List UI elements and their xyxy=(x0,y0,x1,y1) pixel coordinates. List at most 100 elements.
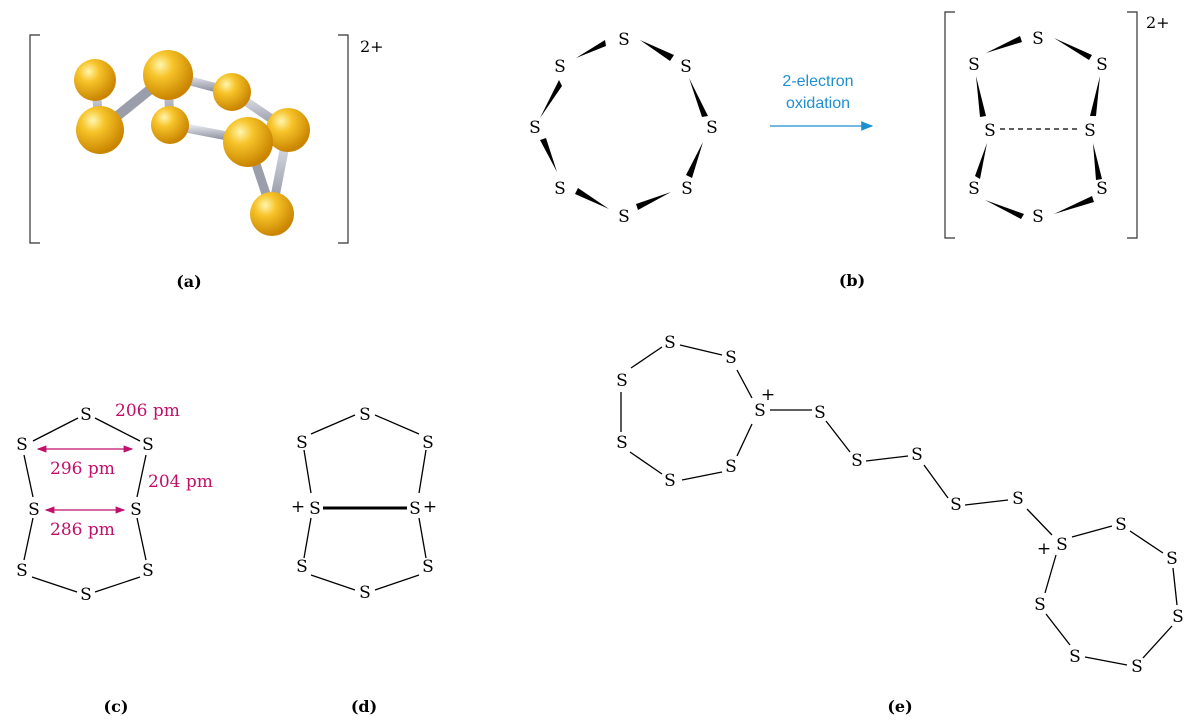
atom-s: S xyxy=(1166,549,1178,569)
bond xyxy=(374,574,420,591)
atom-s: S xyxy=(142,435,154,455)
wedge-bond xyxy=(1054,38,1092,60)
panel-b-s8-ring: S S S S S S S S 2-electron oxidation 2+ … xyxy=(529,11,1170,290)
caption-a: (a) xyxy=(176,272,202,291)
atom-s: S xyxy=(814,403,826,423)
wedge-bond xyxy=(640,40,674,61)
bond xyxy=(303,449,312,494)
atom-s: S xyxy=(554,57,566,77)
s8-2plus-atoms: S S S S S S S S xyxy=(968,29,1108,227)
bond xyxy=(1044,554,1057,594)
atom-s: S xyxy=(422,557,434,577)
bond xyxy=(23,517,34,561)
atom-s: S xyxy=(16,435,28,455)
panel-a-model: 2+ (a) xyxy=(29,34,384,291)
caption-e: (e) xyxy=(887,697,912,716)
bond xyxy=(374,414,420,435)
atom-s: S xyxy=(681,179,693,199)
atom-s: S xyxy=(80,585,92,605)
panel-e-s19-dication: S S S S S S S S S S S S S S S S S S S + … xyxy=(616,333,1184,716)
atom-s: S xyxy=(309,499,321,519)
bond xyxy=(1071,525,1113,538)
atom-s: S xyxy=(706,118,718,138)
wedge-bond xyxy=(689,78,708,117)
sulfur-sphere xyxy=(143,50,193,100)
atom-s: S xyxy=(409,499,421,519)
wedge-bond xyxy=(1054,196,1094,214)
atom-s: S xyxy=(16,561,28,581)
plus-charge: + xyxy=(761,385,775,405)
atom-s: S xyxy=(142,561,154,581)
bond xyxy=(418,449,427,494)
sulfur-sphere xyxy=(151,106,189,144)
distance-296: 296 pm xyxy=(50,459,115,479)
bond xyxy=(23,454,34,498)
bracket-left xyxy=(944,11,955,239)
plus-charge: + xyxy=(291,497,305,517)
bond xyxy=(94,417,141,442)
bond xyxy=(1142,625,1173,659)
bond xyxy=(136,517,147,561)
bond-length-206: 206 pm xyxy=(115,401,180,421)
bond xyxy=(865,455,909,462)
plus-charge: + xyxy=(423,497,437,517)
sulfur-sphere xyxy=(250,192,294,236)
atom-s: S xyxy=(1172,607,1184,627)
charge-label: 2+ xyxy=(1146,13,1170,32)
wedge-bond xyxy=(975,143,987,179)
plus-charge: + xyxy=(1037,539,1051,559)
charge-label: 2+ xyxy=(360,37,384,56)
bond xyxy=(1026,508,1053,536)
atom-s: S xyxy=(616,433,628,453)
wedge-bond xyxy=(985,200,1024,219)
arrow-label-line1: 2-electron xyxy=(782,73,853,90)
atom-s: S xyxy=(1096,55,1108,75)
bond xyxy=(303,517,312,559)
sulfur-atoms-3d xyxy=(74,50,310,236)
atom-s: S xyxy=(130,500,142,520)
wedge-bond xyxy=(686,142,703,178)
s8-atoms: S S S S S S S S xyxy=(529,30,718,227)
atom-s: S xyxy=(1096,179,1108,199)
bond xyxy=(964,499,1009,506)
wedge-bond xyxy=(1090,76,1100,116)
atom-s: S xyxy=(1056,535,1068,555)
panel-c-bond-lengths: S S S S S S S S 206 pm 296 pm 204 pm 286… xyxy=(16,401,213,716)
atom-s: S xyxy=(529,118,541,138)
wedge-bond xyxy=(986,36,1022,53)
atom-s: S xyxy=(616,371,628,391)
atom-s: S xyxy=(554,179,566,199)
bond xyxy=(1172,567,1178,606)
sulfur-sphere xyxy=(223,117,273,167)
atom-s: S xyxy=(359,405,371,425)
atom-s: S xyxy=(1012,489,1024,509)
wedge-bond xyxy=(976,76,986,117)
wedge-bond xyxy=(540,80,562,118)
atom-s: S xyxy=(618,30,630,50)
wedge-bond xyxy=(636,192,671,210)
wedge-bond xyxy=(575,188,609,209)
bond xyxy=(136,454,147,498)
bond xyxy=(94,576,141,593)
bond xyxy=(1129,530,1164,554)
atom-s: S xyxy=(950,495,962,515)
atom-s: S xyxy=(725,457,737,477)
caption-c: (c) xyxy=(104,697,129,716)
sulfur-sphere xyxy=(213,73,251,111)
bond-length-204: 204 pm xyxy=(148,472,213,492)
bracket-left xyxy=(29,34,40,244)
atom-s: S xyxy=(359,583,371,603)
sulfur-sphere xyxy=(74,59,116,101)
panel-d-charged-form: S S S S S S S S + + (d) xyxy=(291,405,437,716)
bond xyxy=(679,344,723,356)
atom-s: S xyxy=(28,500,40,520)
panel-d-atoms: S S S S S S S S xyxy=(296,405,434,603)
atom-s: S xyxy=(968,55,980,75)
atom-s: S xyxy=(680,57,692,77)
distance-286: 286 pm xyxy=(50,520,115,540)
bond xyxy=(629,451,663,475)
panel-e-atoms: S S S S S S S S S S S S S S S S S S S xyxy=(616,333,1184,677)
atom-s: S xyxy=(725,348,737,368)
atom-s: S xyxy=(984,121,996,141)
